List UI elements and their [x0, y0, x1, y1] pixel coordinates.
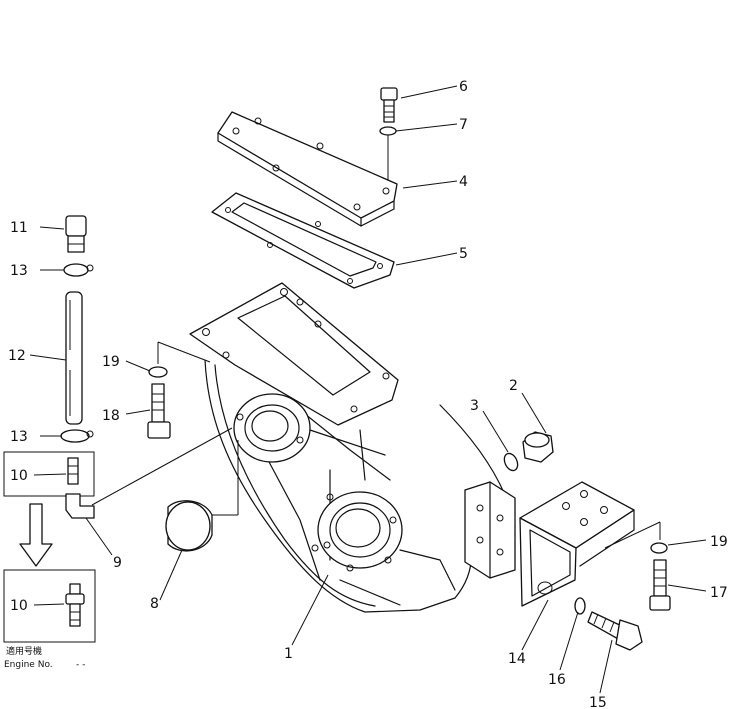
applicability-label-jp: 適用号機: [6, 645, 42, 657]
part-15-bolt: [587, 611, 643, 651]
callout-9: 9: [113, 555, 122, 571]
callout-8: 8: [150, 596, 159, 612]
applicability-range: - -: [76, 660, 85, 670]
part-8-cap: [165, 440, 239, 552]
applicability-note: 適用号機 Engine No. - -: [4, 645, 85, 670]
part-10-nipple-box-upper: [3, 451, 95, 497]
part-10-nipple-box-lower: [3, 569, 96, 643]
part-11-breather: [65, 215, 87, 253]
callout-12: 12: [8, 348, 26, 364]
part-2-plug: [522, 431, 554, 463]
down-arrow-icon: [19, 503, 53, 567]
callout-4: 4: [459, 174, 468, 190]
callout-17: 17: [710, 585, 728, 601]
callout-15: 15: [589, 695, 607, 709]
part-19-washer-left: [148, 341, 211, 378]
part-4-cover-plate: [217, 111, 398, 227]
callout-7: 7: [459, 117, 468, 133]
callout-1: 1: [284, 646, 293, 662]
callout-10-lower: 10: [10, 598, 28, 614]
part-12-hose: [65, 291, 83, 425]
part-14-bracket: [519, 481, 635, 607]
callout-13-upper: 13: [10, 263, 28, 279]
part-16-washer: [574, 597, 586, 615]
callout-18: 18: [102, 408, 120, 424]
callout-labels: 6 7 4 5 2 3 1 11 13 12 13 10 10 9 8 19 1…: [8, 79, 728, 709]
part-13-clamp-upper: [63, 263, 94, 277]
callout-19-left: 19: [102, 354, 120, 370]
callout-6: 6: [459, 79, 468, 95]
callout-16: 16: [548, 672, 566, 688]
callout-5: 5: [459, 246, 468, 262]
callout-11: 11: [10, 220, 28, 236]
part-7-washer: [379, 126, 397, 182]
part-3-o-ring: [503, 452, 519, 472]
part-17-bolt: [649, 559, 671, 611]
part-19-washer-right: [604, 521, 668, 554]
callout-10-upper: 10: [10, 468, 28, 484]
leader-lines: [29, 85, 707, 694]
callout-19-right: 19: [710, 534, 728, 550]
part-9-elbow: [65, 427, 233, 519]
callout-13-lower: 13: [10, 429, 28, 445]
callout-3: 3: [470, 398, 479, 414]
part-13-clamp-lower: [60, 429, 94, 443]
part-1-gear-case: [189, 282, 516, 613]
applicability-label-en: Engine No.: [4, 660, 53, 670]
part-18-bolt: [147, 383, 171, 439]
callout-14: 14: [508, 651, 526, 667]
callout-2: 2: [509, 378, 518, 394]
part-6-bolt: [380, 87, 398, 123]
part-5-gasket: [211, 192, 395, 289]
